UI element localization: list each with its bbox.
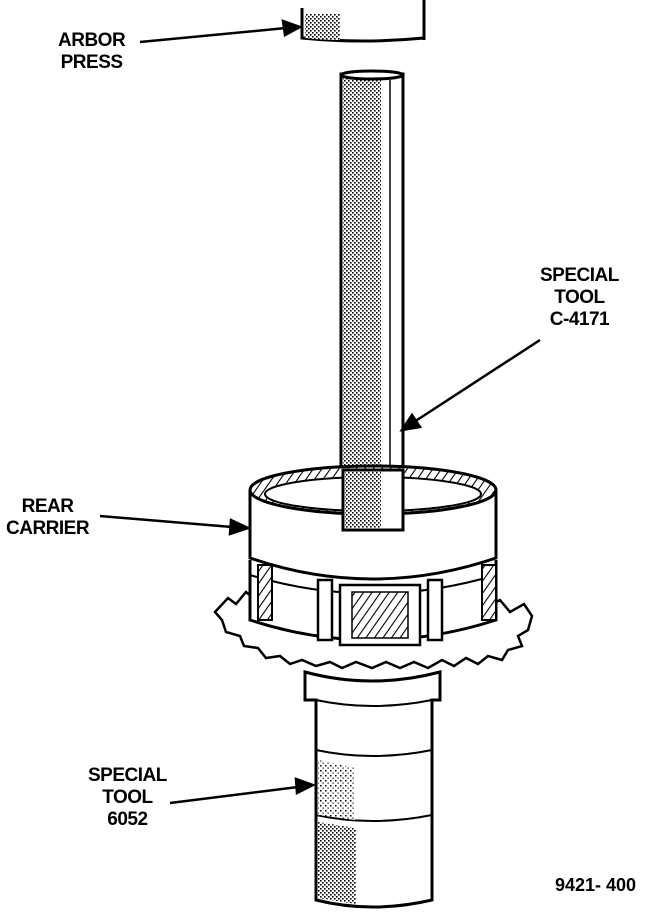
arrow-rear-carrier	[99, 514, 233, 529]
leader-arrows	[99, 19, 541, 805]
arbor-press-ram	[300, 0, 426, 43]
driver-rod-c4171	[339, 69, 405, 532]
figure-number: 9421- 400	[555, 875, 637, 895]
rear-carrier	[213, 464, 534, 670]
label-special-tool-6052: SPECIAL TOOL 6052	[88, 765, 167, 830]
label-special-tool-c4171: SPECIAL TOOL C-4171	[540, 265, 619, 330]
arrow-c4171	[413, 338, 541, 424]
label-arbor-press: ARBOR PRESS	[58, 30, 126, 73]
label-rear-carrier: REAR CARRIER	[6, 496, 90, 539]
arrow-6052	[169, 785, 299, 805]
support-tool-6052	[303, 670, 442, 909]
arrow-arbor-press	[139, 26, 287, 44]
